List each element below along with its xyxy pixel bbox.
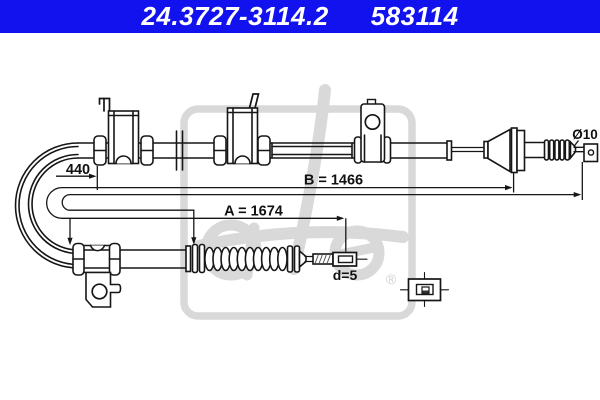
dimension-label-diameter10: Ø10: [572, 127, 598, 142]
cable-drawing: [14, 93, 599, 308]
cable-boot: [483, 127, 526, 174]
mounting-bracket-2: [226, 93, 260, 165]
ate-letter-t: [288, 84, 331, 275]
cable-grommets: [93, 135, 392, 166]
cable-end-eye: [583, 143, 599, 163]
lower-bracket-plate: [85, 271, 122, 308]
part-number-label: 24.3727-3114.2: [141, 1, 329, 31]
dimension-label-440: 440: [66, 162, 90, 178]
lower-cable-housing: [72, 242, 187, 276]
ate-logo-watermark: ®: [180, 84, 416, 320]
ate-swoosh: [193, 226, 409, 252]
lower-end-fitting: [312, 251, 368, 267]
mounting-bracket-plate: [360, 98, 386, 163]
bellows-section: [185, 243, 314, 274]
dimension-labels: 440 B = 1466 A = 1674 d=5 Ø10: [66, 127, 598, 283]
ate-logo-frame: [180, 105, 416, 320]
cable-break-marks: [175, 130, 184, 171]
adjuster-ribs: [523, 139, 585, 161]
dimension-label-b: B = 1466: [304, 173, 363, 189]
registered-mark: ®: [386, 271, 397, 287]
cable-u-bend: [14, 142, 79, 269]
dimension-label-a: A = 1674: [224, 204, 283, 220]
catalog-number-label: 583114: [370, 1, 459, 31]
title-bar: 24.3727-3114.2 583114: [0, 0, 600, 33]
dimension-lines: [46, 140, 583, 252]
mounting-bracket-1: [98, 97, 140, 165]
dimension-label-d5: d=5: [333, 267, 358, 283]
detail-part: [399, 271, 450, 308]
